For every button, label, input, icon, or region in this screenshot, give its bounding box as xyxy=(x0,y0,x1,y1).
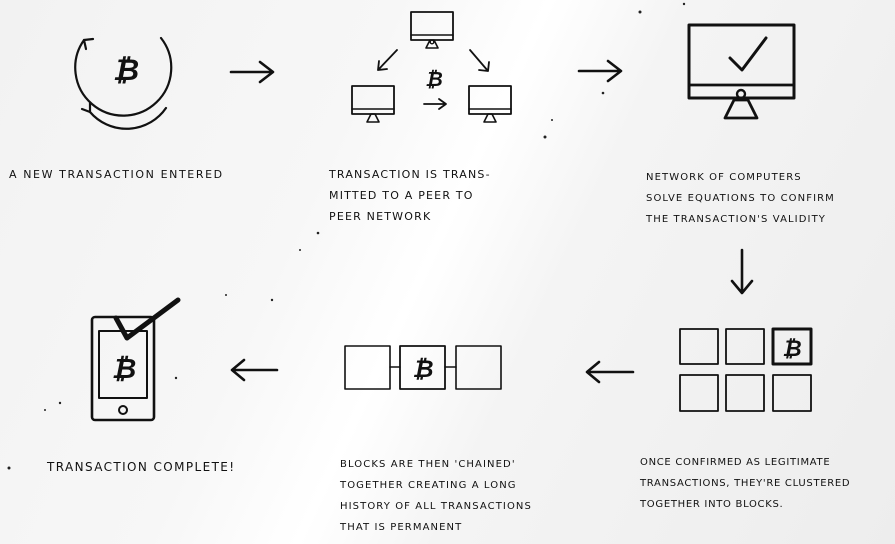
step6-caption: Transaction complete! xyxy=(47,457,236,478)
step5-caption-line-4: that is permanent xyxy=(340,522,463,533)
step2-caption-line-1: Transaction is trans- xyxy=(329,168,491,181)
step1-bitcoin-glyph: ₿ xyxy=(113,53,139,88)
step5-bitcoin-glyph: ₿ xyxy=(412,355,433,383)
arrow-step5-to-step6 xyxy=(230,358,279,382)
step3-caption-line-2: solve equations to confirm xyxy=(646,193,835,204)
step5-caption: Blocks are then 'chained' together creat… xyxy=(340,454,532,538)
step4-blocks-grid-icon: ₿ xyxy=(679,327,813,412)
peer-computer-left-icon xyxy=(351,85,395,123)
peer-arrow-left-icon xyxy=(377,49,398,71)
arrow-step2-to-step3 xyxy=(577,59,623,83)
step5-caption-line-3: history of all transactions xyxy=(340,501,532,512)
step3-verified-monitor-icon xyxy=(687,23,796,120)
step4-caption-line-2: transactions, they're clustered xyxy=(640,478,851,489)
step5-caption-line-2: together creating a long xyxy=(340,480,517,491)
step4-caption-line-1: Once confirmed as legitimate xyxy=(640,457,831,468)
step6-caption-line-1: Transaction complete! xyxy=(47,460,236,474)
step1-caption-line-1: A new transaction entered xyxy=(9,168,224,181)
step2-bitcoin-glyph: ₿ xyxy=(425,67,443,91)
step6-bitcoin-glyph: ₿ xyxy=(112,352,137,385)
step2-caption: Transaction is trans- mitted to a peer t… xyxy=(329,164,491,227)
peer-arrow-right-icon xyxy=(469,49,490,72)
phone-checkmark-icon xyxy=(113,297,181,341)
step2-peer-network-icon: ₿ xyxy=(351,11,512,123)
step1-coin-icon: ₿ xyxy=(74,36,173,130)
step6-phone-complete-icon: ₿ xyxy=(90,297,181,422)
step4-bitcoin-glyph: ₿ xyxy=(782,337,801,362)
step1-caption: A new transaction entered xyxy=(9,164,224,185)
decorative-specks xyxy=(7,2,686,470)
step5-blockchain-icon: ₿ xyxy=(344,345,502,390)
arrow-step3-to-step4 xyxy=(730,248,754,295)
step2-caption-line-2: mitted to a peer to xyxy=(329,189,474,202)
step3-caption: Network of computers solve equations to … xyxy=(646,167,835,230)
step3-caption-line-1: Network of computers xyxy=(646,172,802,183)
step4-caption-line-3: together into blocks. xyxy=(640,499,784,510)
step2-caption-line-3: peer network xyxy=(329,210,432,223)
peer-arrow-bottom-icon xyxy=(423,98,447,110)
checkmark-icon xyxy=(728,36,768,72)
peer-computer-right-icon xyxy=(468,85,512,123)
step4-caption: Once confirmed as legitimate transaction… xyxy=(640,452,850,515)
arrow-step4-to-step5 xyxy=(585,360,635,384)
peer-computer-top-icon xyxy=(410,11,454,49)
arrow-step1-to-step2 xyxy=(229,60,275,84)
step3-caption-line-3: the transaction's validity xyxy=(646,214,826,225)
step5-caption-line-1: Blocks are then 'chained' xyxy=(340,459,516,470)
